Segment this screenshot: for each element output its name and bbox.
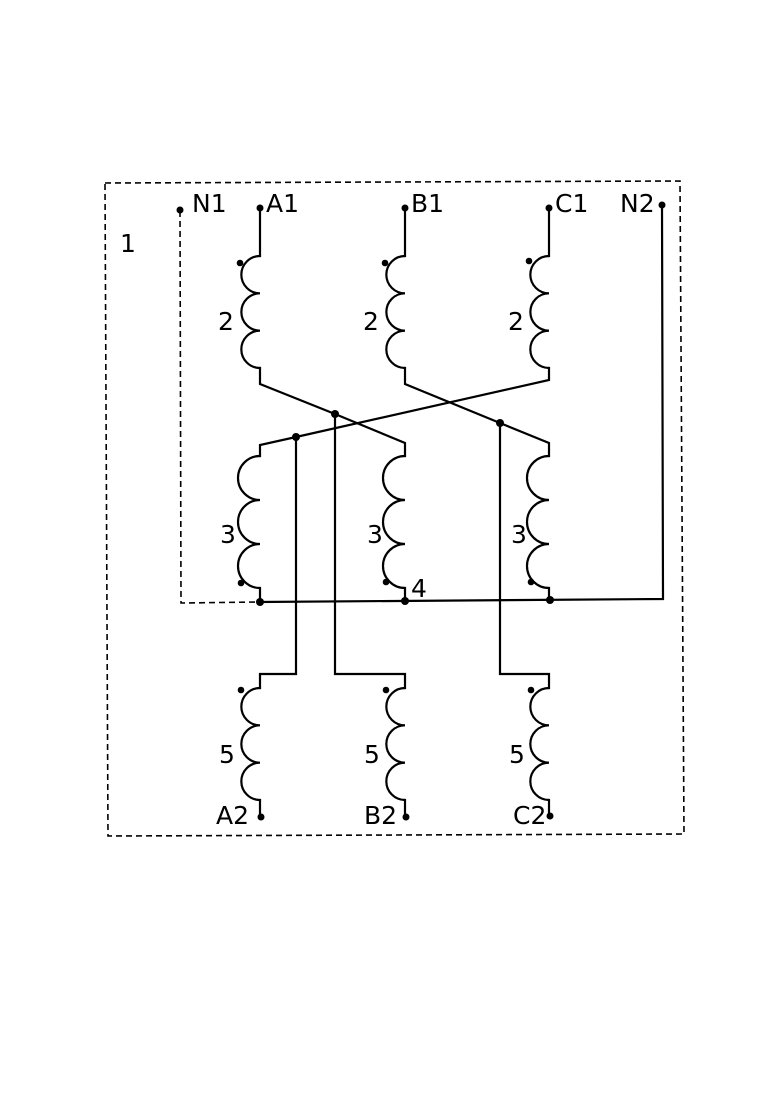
node-label: 4: [411, 574, 427, 603]
terminal-n2-dot: [659, 202, 666, 209]
phase-c-primary-coil: [530, 256, 549, 368]
coil-label-a-secondary: 5: [219, 740, 235, 769]
tap-to-a-secondary: [260, 437, 296, 688]
coil-label-b-primary: 2: [363, 307, 379, 336]
polarity-dot-c-secondary: [528, 687, 535, 694]
coil-label-b-secondary: 5: [364, 740, 380, 769]
polarity-dot-c-primary: [526, 258, 533, 265]
polarity-dot-a-secondary: [238, 687, 245, 694]
tap-to-c-secondary: [500, 423, 549, 688]
coil-label-c-secondary: 5: [509, 740, 525, 769]
junction-c-cross: [496, 419, 504, 427]
coil-label-b-middle: 3: [367, 520, 383, 549]
neutral-bus: [258, 205, 663, 602]
enclosure-boundary: [105, 181, 684, 836]
phase-a-secondary-coil: [241, 688, 260, 800]
junction-a-cross: [292, 433, 300, 441]
junction-b-cross: [331, 410, 339, 418]
terminal-n1-dot: [177, 207, 184, 214]
phase-a-primary-coil: [241, 256, 260, 368]
coil-label-a-middle: 3: [220, 520, 236, 549]
terminal-n1-label: N1: [192, 189, 227, 218]
terminal-a2-dot: [258, 814, 265, 821]
junction-bus-b: [401, 597, 409, 605]
terminal-c2-dot: [547, 813, 554, 820]
terminal-b1-dot: [402, 205, 409, 212]
phase-b-secondary-coil: [386, 688, 405, 800]
terminal-c1-label: C1: [555, 189, 588, 218]
phase-c-middle-coil: [527, 456, 549, 588]
tap-to-b-secondary: [335, 414, 405, 688]
terminal-a1-label: A1: [266, 189, 299, 218]
polarity-dot-b-secondary: [383, 687, 390, 694]
polarity-dot-c-middle: [528, 579, 535, 586]
terminal-a1-dot: [257, 205, 264, 212]
phase-c-secondary-coil: [530, 688, 549, 800]
coil-label-a-primary: 2: [218, 307, 234, 336]
polarity-dot-b-primary: [382, 260, 389, 267]
polarity-dot-a-middle: [238, 580, 245, 587]
terminal-b1-label: B1: [411, 189, 444, 218]
terminal-n2-label: N2: [620, 189, 655, 218]
polarity-dot-a-primary: [237, 260, 244, 267]
terminal-b2-label: B2: [364, 801, 397, 830]
crossover-b-to-c: [405, 368, 549, 456]
junction-bus-a: [256, 598, 264, 606]
phase-b-middle-coil: [383, 456, 405, 588]
phase-b-primary-coil: [386, 256, 405, 368]
terminal-b2-dot: [403, 814, 410, 821]
terminal-c2-label: C2: [513, 801, 546, 830]
n1-dashed-lead: [180, 211, 258, 603]
phase-a-middle-coil: [238, 456, 260, 588]
frame-label: 1: [120, 229, 136, 258]
coil-label-c-primary: 2: [508, 307, 524, 336]
coil-label-c-middle: 3: [511, 520, 527, 549]
terminal-a2-label: A2: [216, 801, 249, 830]
terminal-c1-dot: [546, 205, 553, 212]
polarity-dot-b-middle: [383, 579, 390, 586]
junction-bus-c: [546, 596, 554, 604]
